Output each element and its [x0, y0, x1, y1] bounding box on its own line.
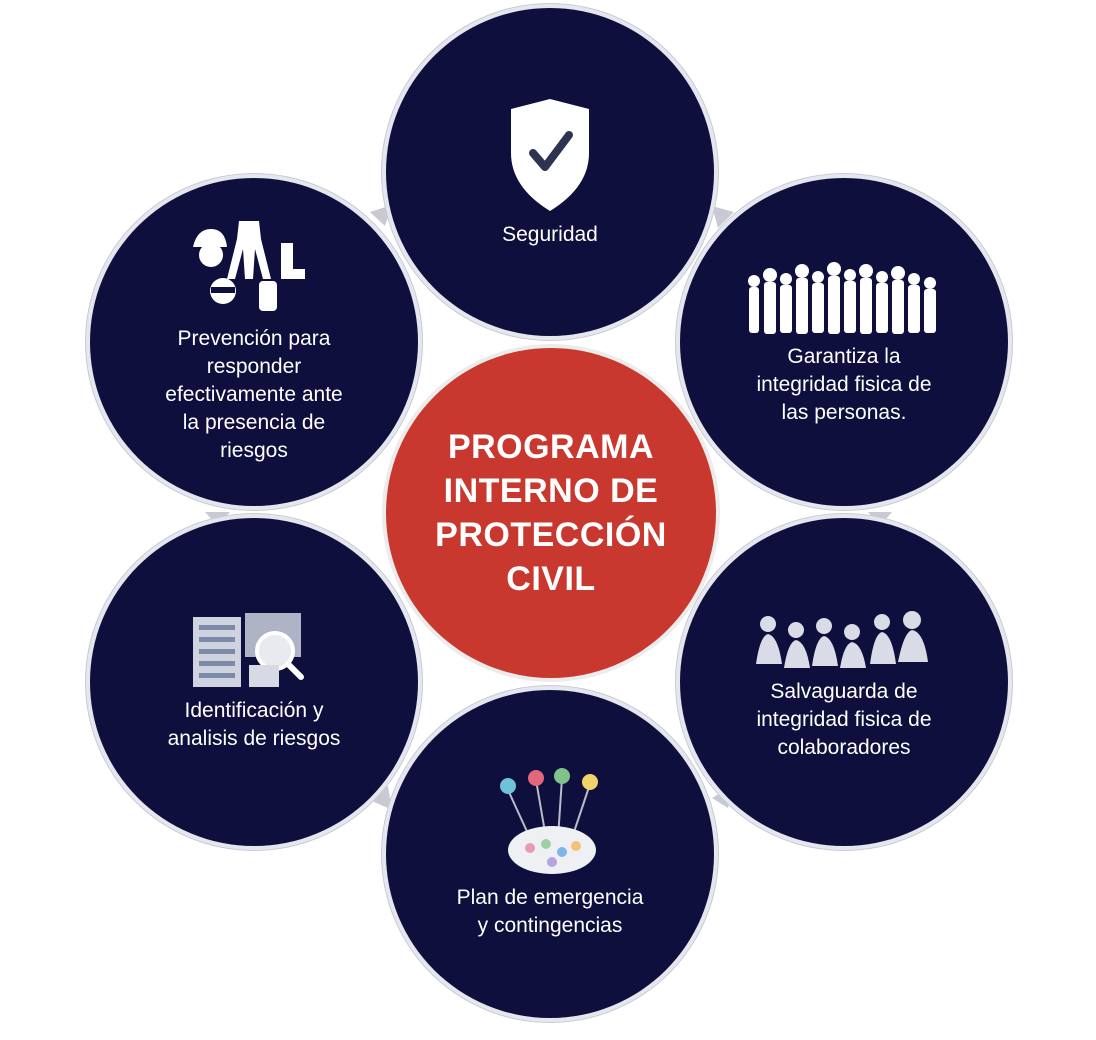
connector-arrow: [370, 205, 392, 226]
item-plan: Plan de emergencia y contingencias: [386, 690, 714, 1018]
item-seguridad: Seguridad: [386, 8, 714, 336]
item-label: Identificación y analisis de riesgos: [167, 699, 341, 750]
connector-arrow: [712, 206, 734, 228]
center-title: PROGRAMA INTERNO DE PROTECCIÓN CIVIL: [435, 428, 667, 598]
item-label: Prevención para responder efectivamente …: [165, 327, 343, 462]
connector-arrow: [205, 512, 230, 526]
item-garantiza: Garantiza la integridad fisica de las pe…: [680, 178, 1008, 506]
item-label: Garantiza la integridad fisica de las pe…: [756, 345, 932, 424]
connector-arrow: [370, 786, 392, 810]
item-prevencion: Prevención para responder efectivamente …: [90, 178, 418, 506]
brain-lightbulb-icon: [500, 768, 598, 874]
center-title-circle: PROGRAMA INTERNO DE PROTECCIÓN CIVIL: [386, 348, 716, 678]
item-salvaguarda: Salvaguarda de integridad fisica de cola…: [680, 518, 1008, 846]
safety-equipment-icon: [193, 221, 305, 311]
crowd-icon: [748, 262, 936, 334]
item-label: Plan de emergencia y contingencias: [456, 886, 644, 937]
item-label: Salvaguarda de integridad fisica de cola…: [756, 680, 932, 759]
connector-arrow: [868, 512, 892, 526]
documents-magnifier-icon: [193, 613, 304, 687]
team-icon: [756, 611, 928, 668]
item-identificacion: Identificación y analisis de riesgos: [90, 518, 418, 846]
item-label: Seguridad: [502, 223, 598, 246]
shield-check-icon: [511, 99, 589, 211]
